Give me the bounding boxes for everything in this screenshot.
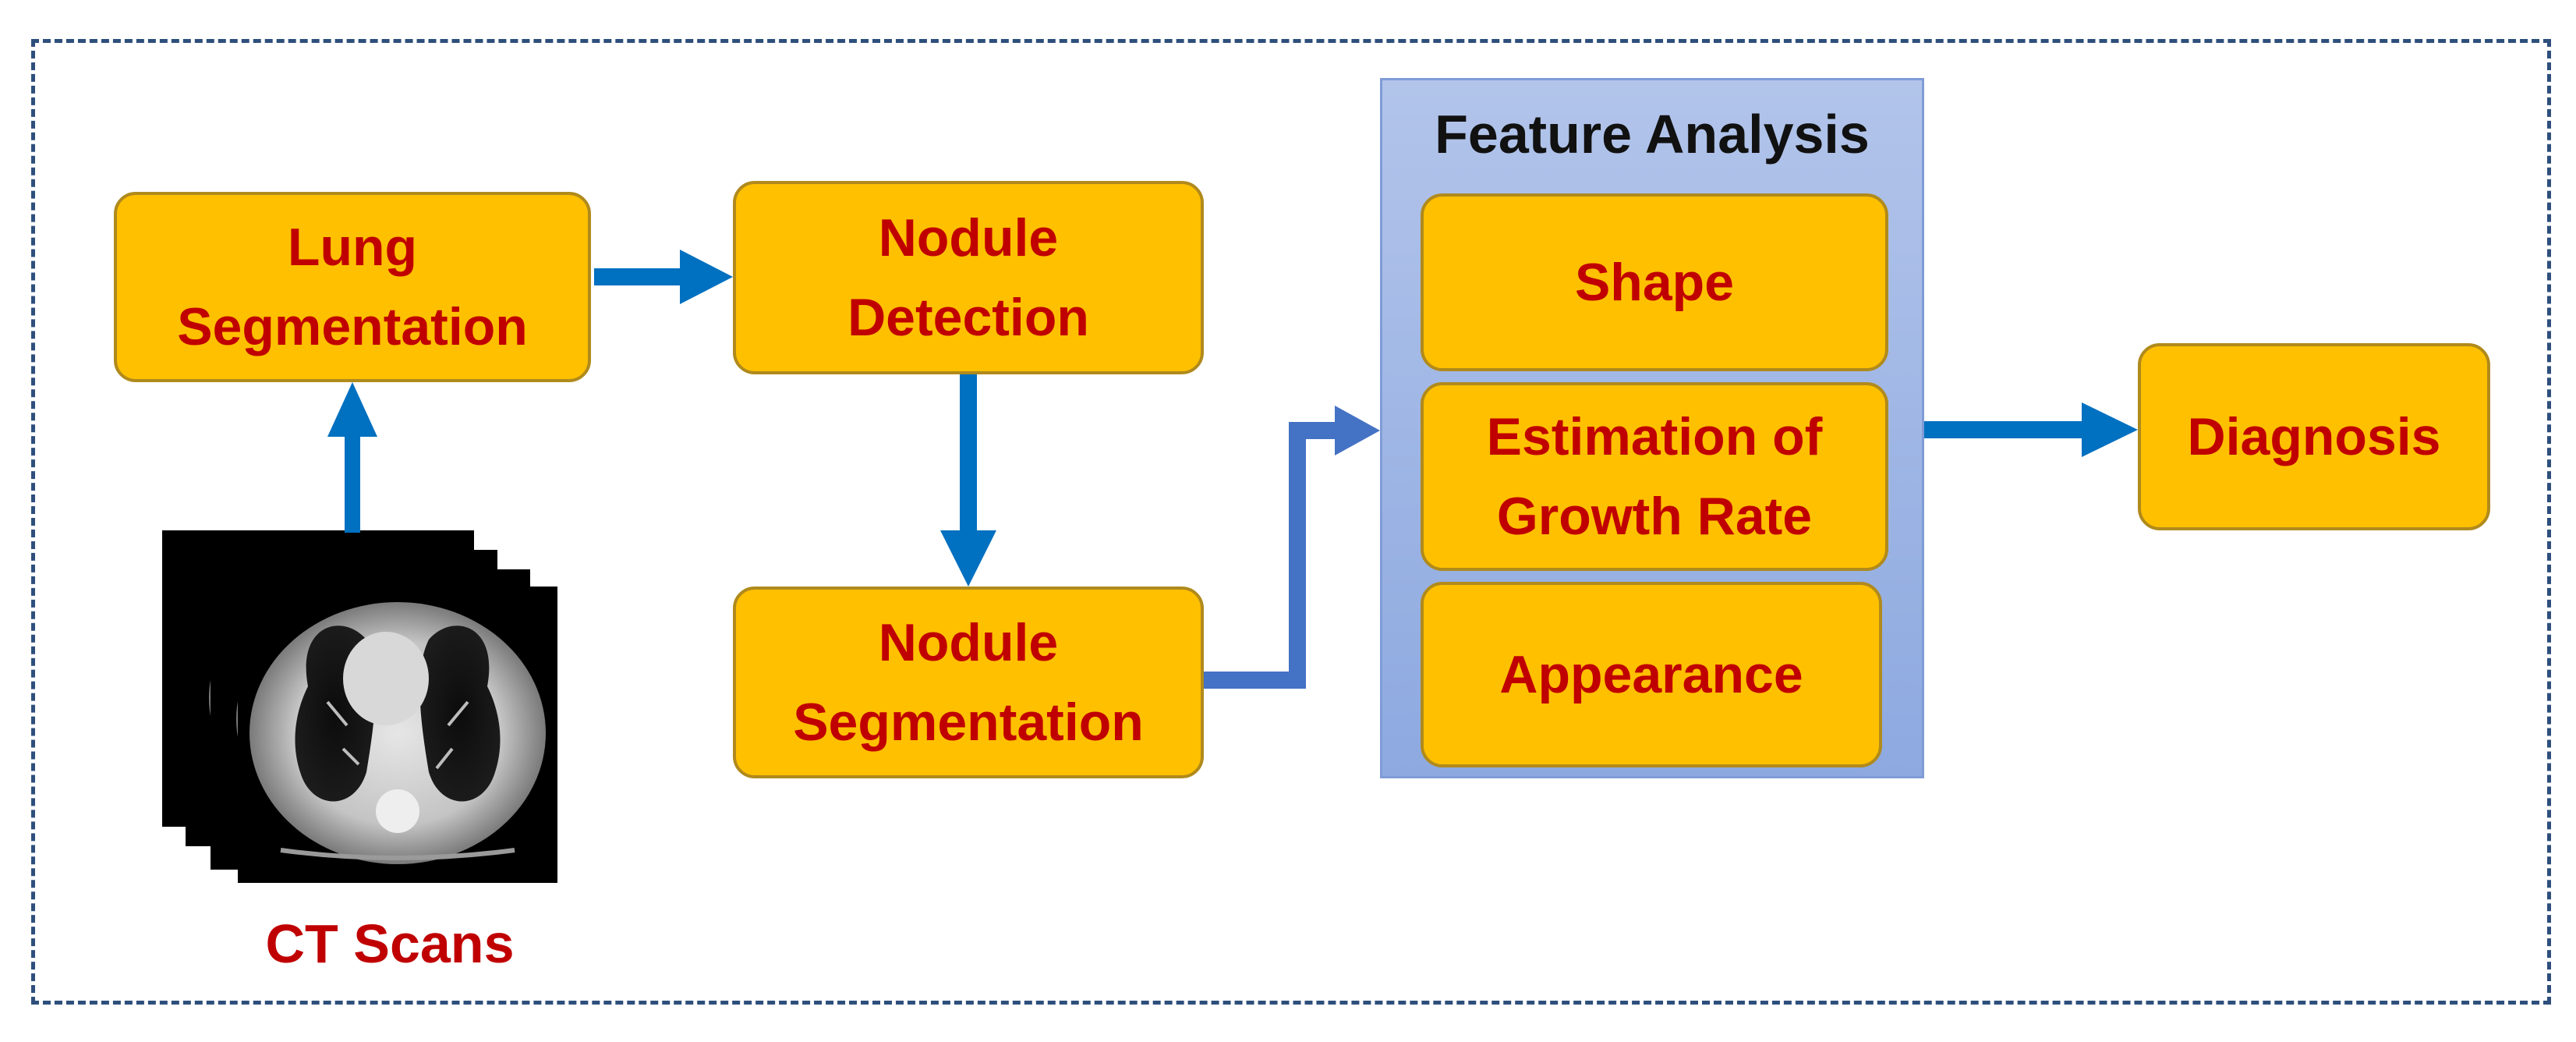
nodule-segmentation-box: Nodule Segmentation <box>733 587 1204 778</box>
ct-slice-front-icon <box>238 587 557 883</box>
growth-rate-box: Estimation of Growth Rate <box>1421 382 1888 571</box>
shape-label: Shape <box>1574 253 1735 312</box>
feature-analysis-title: Feature Analysis <box>1435 104 1870 165</box>
arrow-nodule-seg-to-features-icon <box>1204 406 1380 689</box>
lung-segmentation-label: Lung Segmentation <box>177 218 528 356</box>
arrow-lung-to-detection-icon <box>594 250 733 304</box>
nodule-detection-label: Nodule Detection <box>847 208 1089 347</box>
arrow-features-to-diagnosis-icon <box>1924 402 2138 457</box>
growth-rate-label: Estimation of Growth Rate <box>1486 407 1823 546</box>
ct-scans-label: CT Scans <box>265 913 515 974</box>
ct-scan-stack-icon <box>162 530 557 883</box>
diagnosis-label: Diagnosis <box>2187 407 2441 466</box>
lung-segmentation-box: Lung Segmentation <box>114 192 591 382</box>
appearance-label: Appearance <box>1499 645 1803 704</box>
appearance-box: Appearance <box>1421 582 1882 767</box>
nodule-segmentation-label: Nodule Segmentation <box>793 613 1144 752</box>
nodule-detection-box: Nodule Detection <box>733 181 1204 374</box>
arrow-ct-to-lung-icon <box>327 382 377 533</box>
diagram-frame <box>31 39 2551 1005</box>
arrow-detection-to-nodule-seg-icon <box>940 374 996 587</box>
shape-box: Shape <box>1421 193 1888 371</box>
diagnosis-box: Diagnosis <box>2138 343 2490 530</box>
